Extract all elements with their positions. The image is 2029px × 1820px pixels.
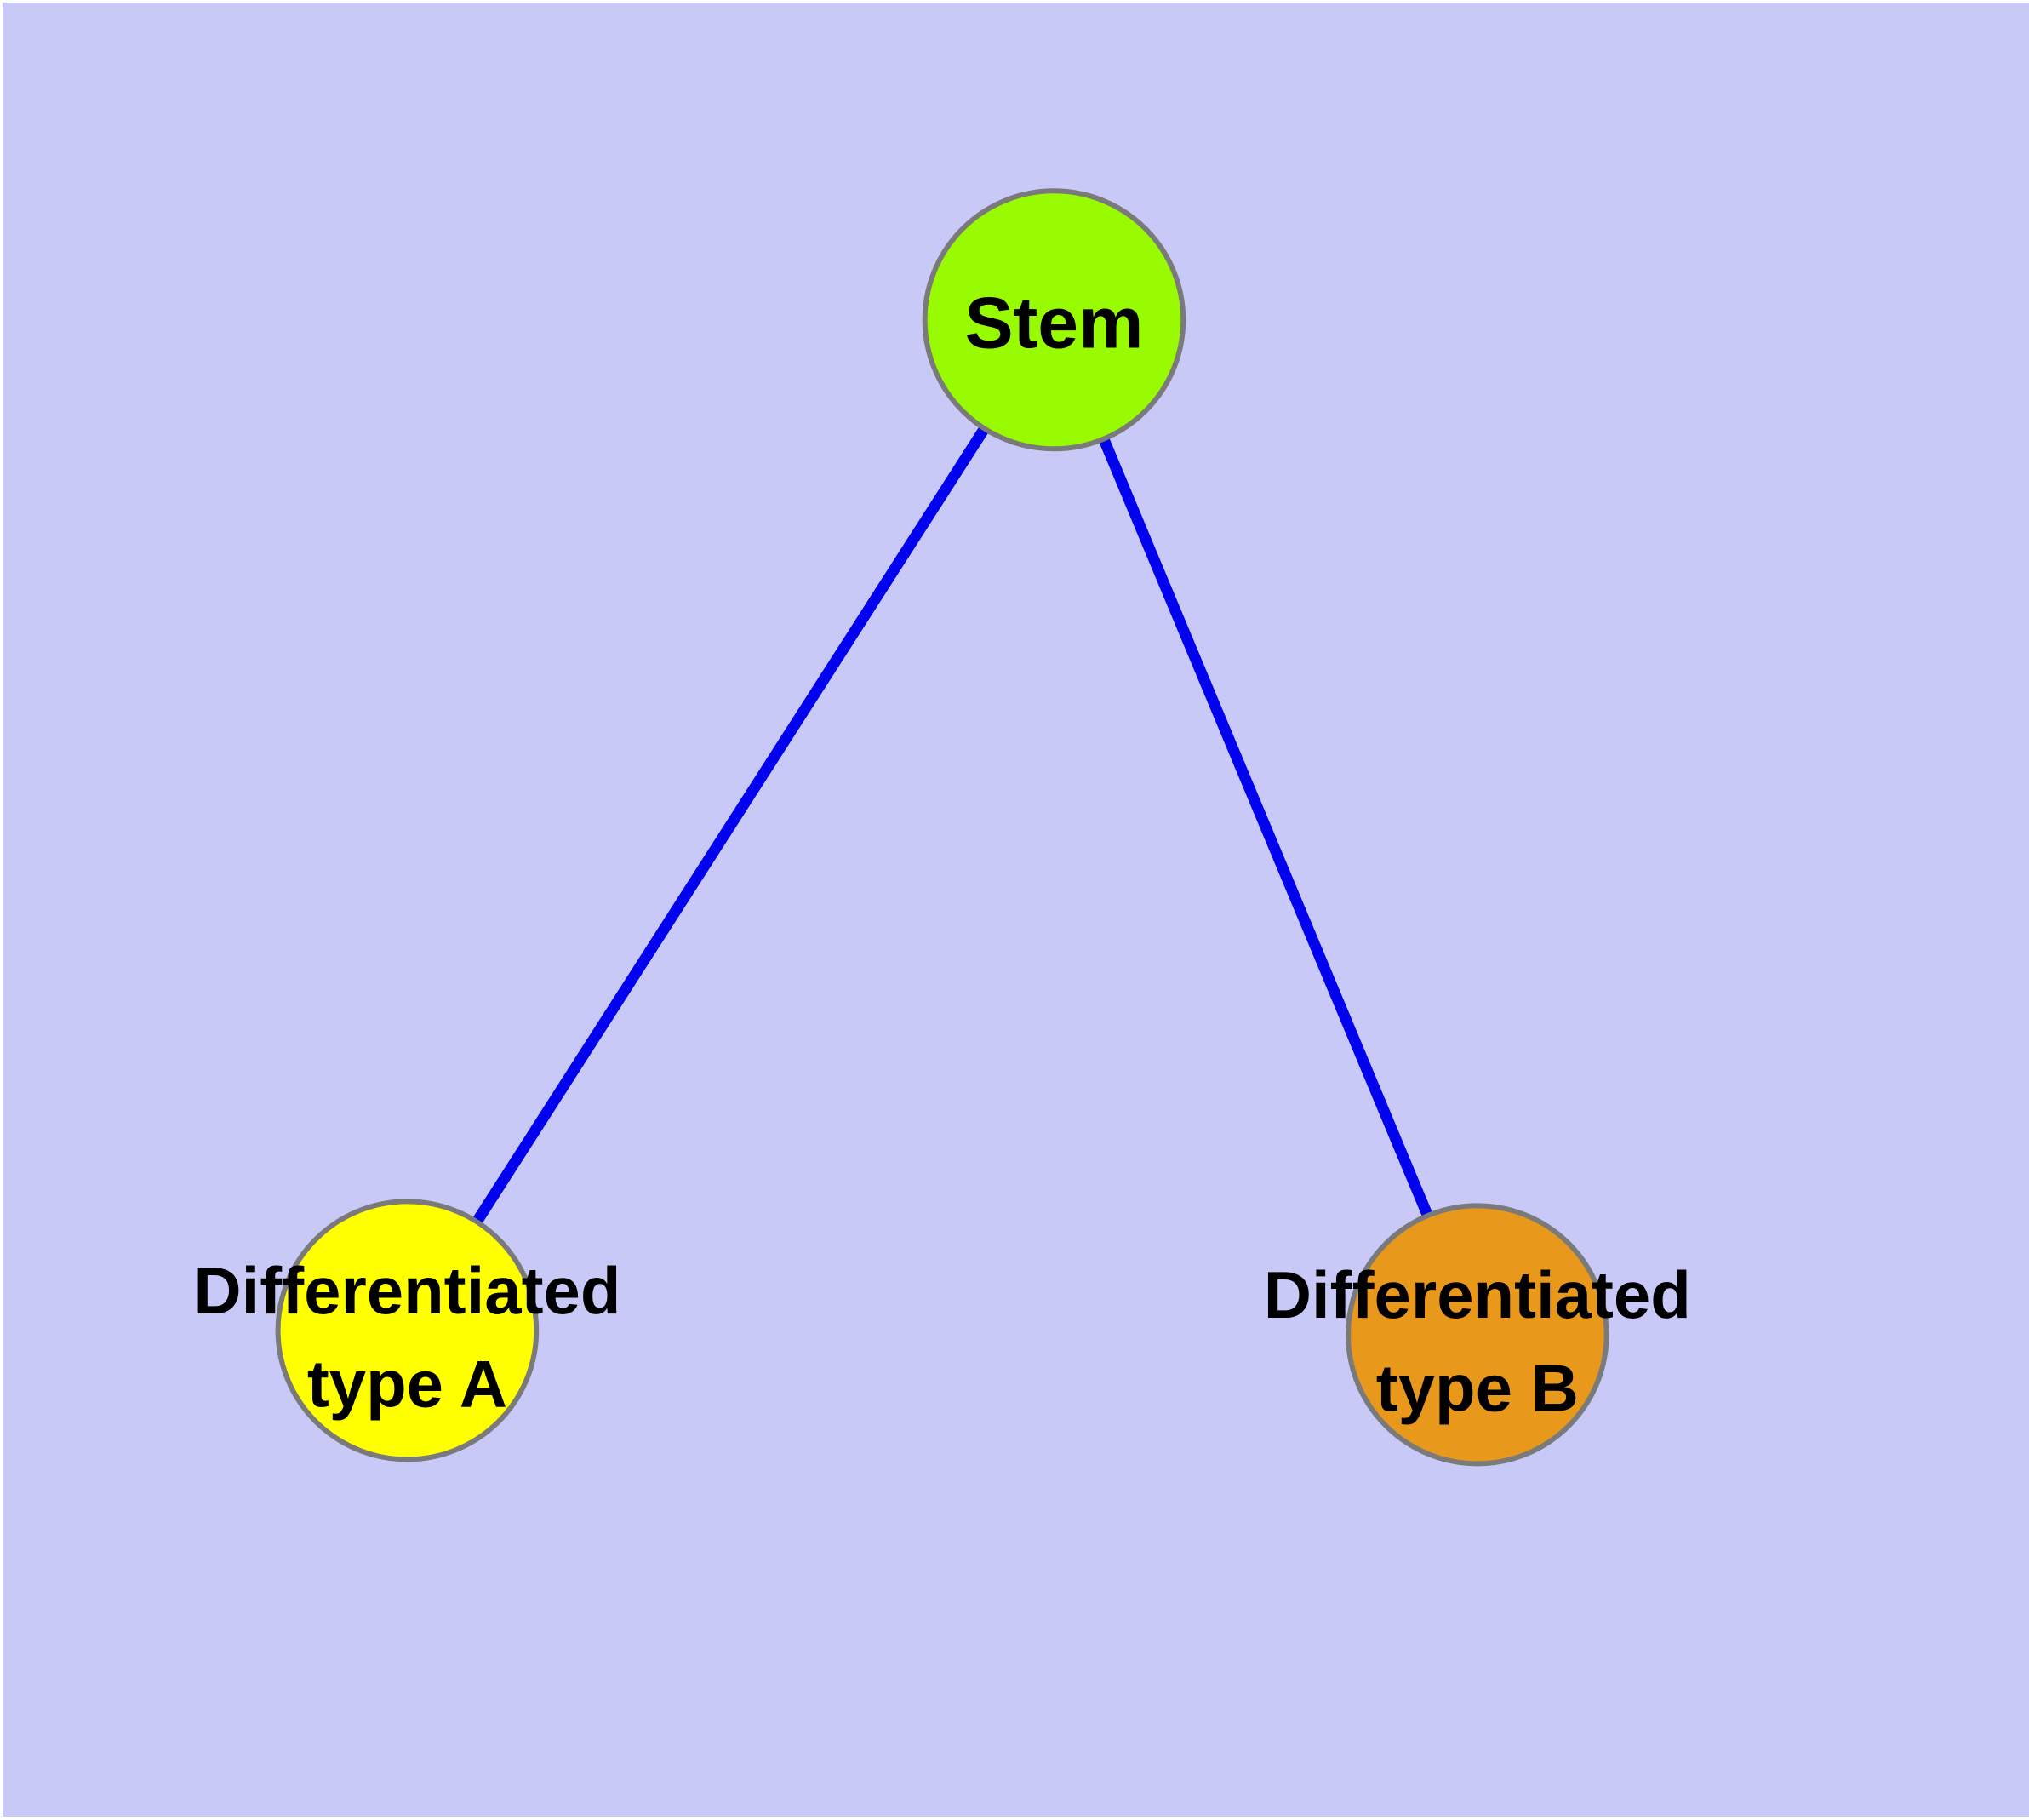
node-differentiated-type-b-label-line2: type B (1376, 1353, 1579, 1426)
node-differentiated-type-b-label-line1: Differentiated (1264, 1259, 1691, 1332)
node-stem[interactable] (922, 188, 1186, 452)
graph-canvas: Stem Differentiated type A Differentiate… (193, 188, 1691, 1467)
node-differentiated-type-b[interactable] (1346, 1203, 1609, 1467)
node-differentiated-type-a[interactable] (275, 1199, 540, 1462)
edge-stem-to-type-b (1049, 318, 1483, 1337)
node-differentiated-type-a-label-line2: type A (307, 1348, 507, 1422)
diagram-background: Stem Differentiated type A Differentiate… (3, 3, 2029, 1817)
node-differentiated-type-a-label-line1: Differentiated (193, 1255, 620, 1328)
edge-stem-to-type-a (402, 317, 1059, 1334)
node-stem-label: Stem (964, 283, 1143, 364)
